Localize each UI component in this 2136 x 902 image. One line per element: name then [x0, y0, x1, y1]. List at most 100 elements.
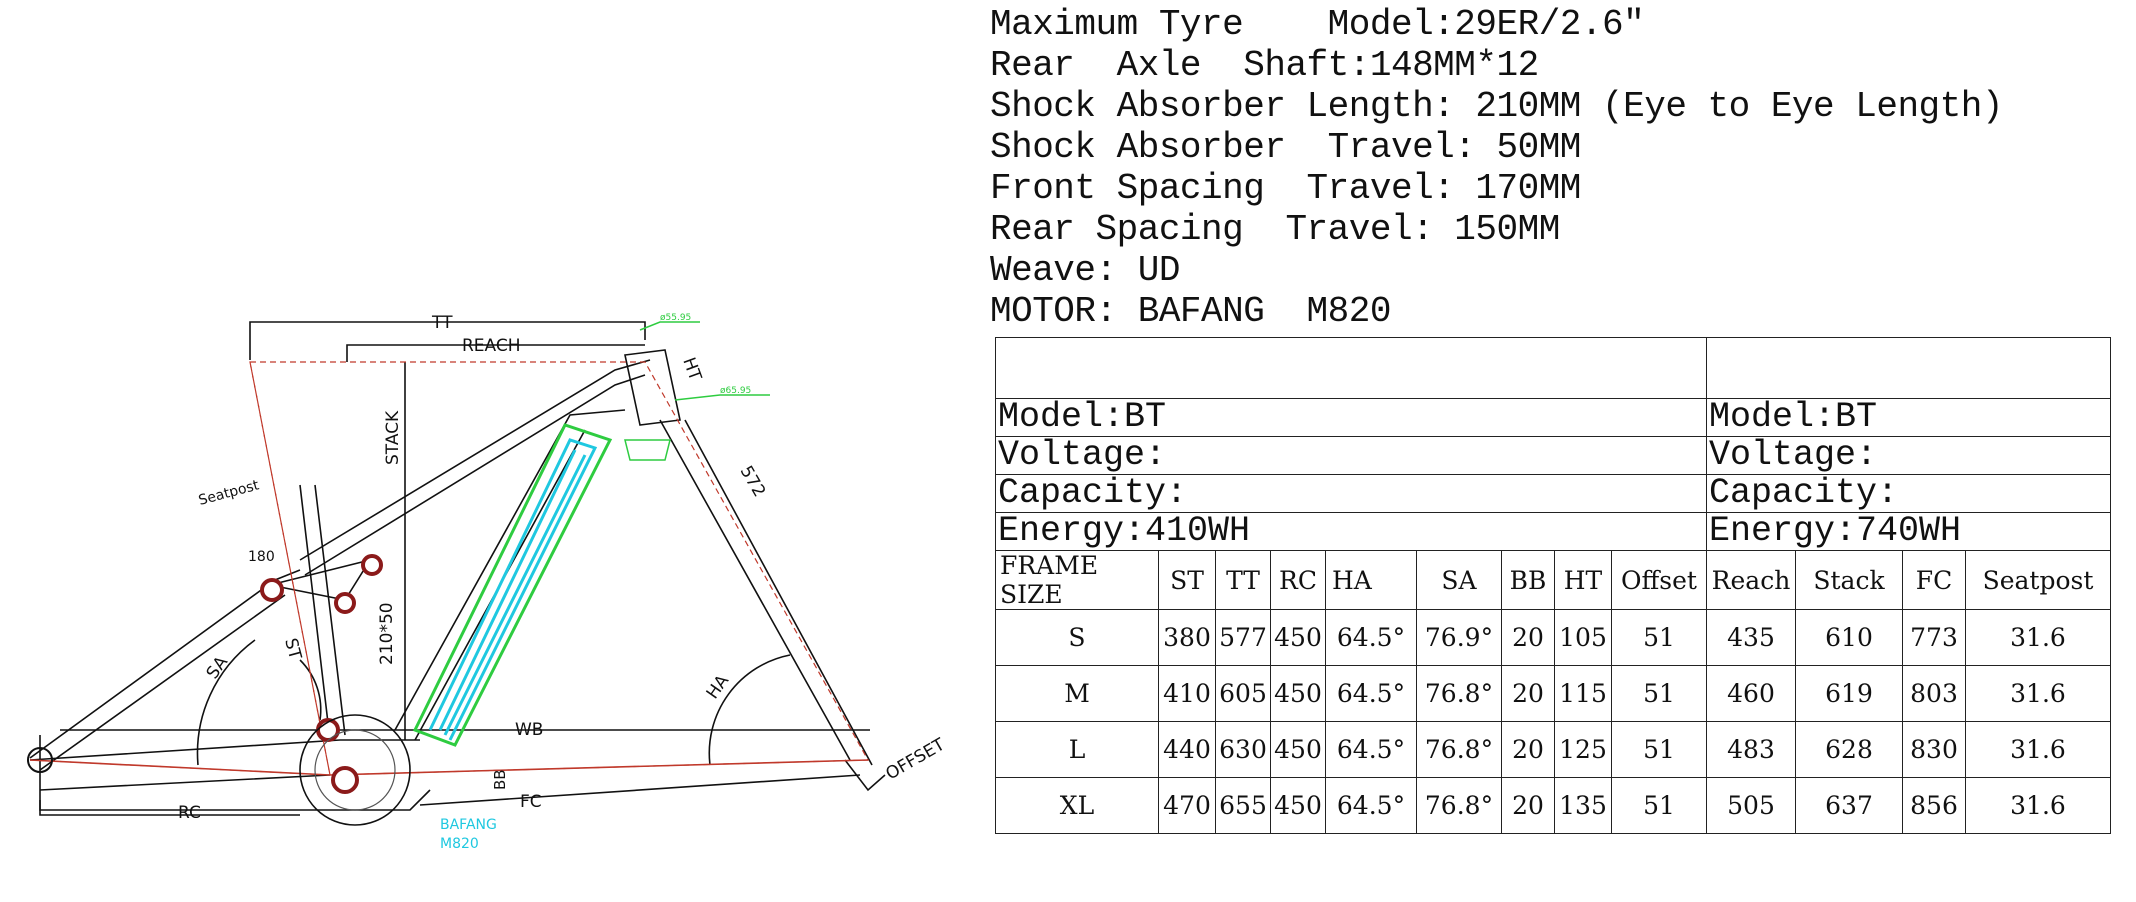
col-bb: BB: [1501, 550, 1555, 610]
cell-ht: 115: [1554, 665, 1612, 722]
spec-table: Model:BT Voltage: Capacity: Energy:410WH…: [995, 337, 2111, 834]
label-offset: OFFSET: [883, 734, 949, 784]
cell-reach: 435: [1706, 609, 1796, 666]
cell-fc: 773: [1902, 609, 1966, 666]
frame-geometry-diagram: TT REACH STACK Seatpost 180 210*50 ST SA…: [27, 313, 949, 852]
cell-bb: 20: [1501, 609, 1555, 666]
col-ht: HT: [1554, 550, 1612, 610]
battery-left: Model:BT Voltage: Capacity: Energy:410WH: [995, 398, 1707, 551]
cell-tt: 577: [1215, 609, 1271, 666]
cell-st: 410: [1158, 665, 1216, 722]
label-shock: 210*50: [377, 602, 397, 665]
battery-right-capacity: Capacity:: [1707, 475, 2110, 513]
cell-rc: 450: [1270, 665, 1326, 722]
label-motor-model: M820: [440, 836, 479, 852]
cell-ha: 64.5°: [1325, 665, 1417, 722]
cell-sa: 76.8°: [1416, 721, 1502, 778]
spec-axle: Rear Axle Shaft:148MM*12: [990, 45, 1539, 86]
label-tt: TT: [431, 313, 453, 333]
table-row: XL 470 655 450 64.5° 76.8° 20 135 51 505…: [995, 777, 2111, 834]
label-stack: STACK: [383, 410, 403, 465]
col-reach: Reach: [1706, 550, 1796, 610]
cell-ha: 64.5°: [1325, 721, 1417, 778]
col-frame-size: FRAME SIZE: [995, 550, 1159, 610]
battery-right-model: Model:BT: [1707, 399, 2110, 437]
spec-weave: Weave: UD: [990, 250, 1180, 291]
cell-rc: 450: [1270, 609, 1326, 666]
battery-left-capacity: Capacity:: [996, 475, 1706, 513]
cell-bb: 20: [1501, 721, 1555, 778]
col-sa: SA: [1416, 550, 1502, 610]
table-row: L 440 630 450 64.5° 76.8° 20 125 51 483 …: [995, 721, 2111, 778]
cell-bb: 20: [1501, 665, 1555, 722]
cell-stack: 637: [1795, 777, 1903, 834]
cell-ht: 105: [1554, 609, 1612, 666]
cell-sa: 76.8°: [1416, 665, 1502, 722]
cell-offset: 51: [1611, 665, 1707, 722]
cell-fc: 830: [1902, 721, 1966, 778]
cell-size: L: [995, 721, 1159, 778]
label-fc: FC: [520, 792, 542, 812]
spec-shock-length: Shock Absorber Length: 210MM (Eye to Eye…: [990, 86, 2003, 127]
col-fc: FC: [1902, 550, 1966, 610]
cell-rc: 450: [1270, 777, 1326, 834]
label-wb: WB: [515, 720, 543, 740]
cell-bb: 20: [1501, 777, 1555, 834]
cell-size: XL: [995, 777, 1159, 834]
cell-seatpost: 31.6: [1965, 665, 2111, 722]
spec-shock-travel: Shock Absorber Travel: 50MM: [990, 127, 1581, 168]
col-tt: TT: [1215, 550, 1271, 610]
cell-st: 470: [1158, 777, 1216, 834]
cell-sa: 76.8°: [1416, 777, 1502, 834]
geometry-table: FRAME SIZE ST TT RC HA SA BB HT Offset R…: [995, 550, 2111, 834]
battery-left-model: Model:BT: [996, 399, 1706, 437]
label-angle-180: 180: [248, 549, 275, 565]
label-bb: BB: [491, 769, 509, 790]
cell-fc: 803: [1902, 665, 1966, 722]
spec-motor: MOTOR: BAFANG M820: [990, 291, 1391, 332]
cell-reach: 483: [1706, 721, 1796, 778]
cell-tt: 605: [1215, 665, 1271, 722]
cell-stack: 628: [1795, 721, 1903, 778]
cell-ht: 125: [1554, 721, 1612, 778]
table-row: M 410 605 450 64.5° 76.8° 20 115 51 460 …: [995, 665, 2111, 722]
cell-seatpost: 31.6: [1965, 721, 2111, 778]
cell-st: 440: [1158, 721, 1216, 778]
label-sa: SA: [203, 652, 233, 682]
cell-sa: 76.9°: [1416, 609, 1502, 666]
cell-offset: 51: [1611, 721, 1707, 778]
cell-seatpost: 31.6: [1965, 609, 2111, 666]
label-reach: REACH: [462, 336, 521, 356]
cell-ht: 135: [1554, 777, 1612, 834]
col-ha: HA: [1325, 550, 1417, 610]
label-st: ST: [280, 636, 305, 662]
label-dim-bottom: ø65.95: [720, 386, 751, 396]
cell-reach: 460: [1706, 665, 1796, 722]
label-motor-brand: BAFANG: [440, 817, 497, 833]
spec-front-travel: Front Spacing Travel: 170MM: [990, 168, 1581, 209]
cell-offset: 51: [1611, 609, 1707, 666]
cell-reach: 505: [1706, 777, 1796, 834]
battery-left-voltage: Voltage:: [996, 437, 1706, 475]
label-ha: HA: [703, 671, 734, 703]
cell-seatpost: 31.6: [1965, 777, 2111, 834]
battery-left-energy: Energy:410WH: [998, 511, 1251, 551]
table-row: S 380 577 450 64.5° 76.9° 20 105 51 435 …: [995, 609, 2111, 666]
cell-ha: 64.5°: [1325, 777, 1417, 834]
col-stack: Stack: [1795, 550, 1903, 610]
spec-rear-travel: Rear Spacing Travel: 150MM: [990, 209, 1560, 250]
label-ht: HT: [678, 355, 705, 384]
battery-right-energy: Energy:740WH: [1709, 511, 1962, 551]
cell-size: M: [995, 665, 1159, 722]
col-rc: RC: [1270, 550, 1326, 610]
spec-tyre: Maximum Tyre Model:29ER/2.6″: [990, 4, 1645, 45]
label-rc: RC: [178, 803, 201, 823]
battery-header-left: [995, 337, 1707, 399]
spec-list: Maximum Tyre Model:29ER/2.6″ Rear Axle S…: [990, 4, 2130, 332]
col-seatpost: Seatpost: [1965, 550, 2111, 610]
cell-stack: 619: [1795, 665, 1903, 722]
cell-offset: 51: [1611, 777, 1707, 834]
cell-tt: 630: [1215, 721, 1271, 778]
cell-stack: 610: [1795, 609, 1903, 666]
label-seatpost: Seatpost: [197, 477, 261, 509]
